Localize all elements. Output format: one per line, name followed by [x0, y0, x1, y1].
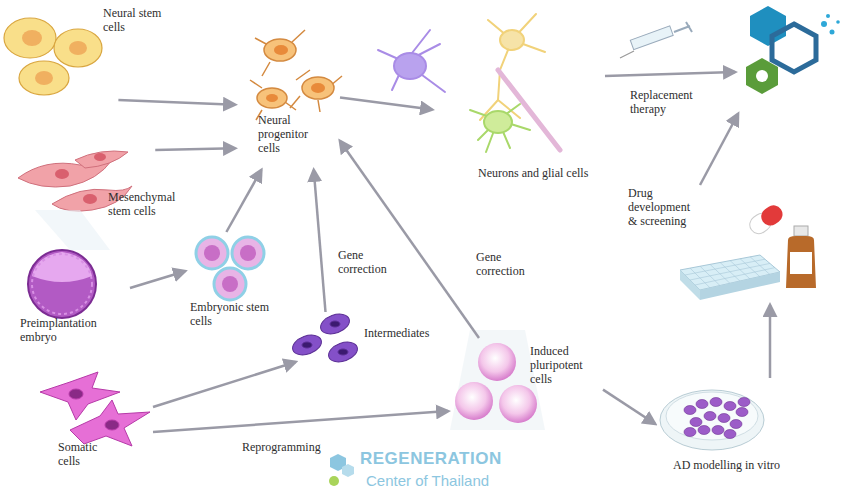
arrow-line	[700, 114, 738, 185]
arrow-connector	[603, 390, 655, 424]
petri-dish	[660, 390, 764, 450]
somatic-cells	[40, 372, 150, 446]
cell-node: Preimplantation embryo	[15, 248, 130, 348]
edge-label: Gene correction	[336, 248, 402, 276]
cell-label: Neural progenitor cells	[258, 113, 328, 155]
watermark: Center of Thailand	[364, 474, 568, 488]
arrow-connector	[118, 100, 235, 105]
arrow-connector	[314, 170, 326, 312]
neural-stem-cells	[4, 18, 102, 95]
cell-label: Intermediates	[364, 326, 436, 340]
cell-node: Neurons and glial cells	[432, 8, 602, 183]
cell-label: Neural stem cells	[103, 6, 165, 34]
arrow-connector	[153, 411, 448, 432]
embryo	[28, 250, 96, 318]
cell-label: Mesenchymal stem cells	[108, 190, 178, 218]
edge-label: Gene correction	[474, 250, 540, 278]
neurons	[378, 14, 560, 152]
arrow-line	[605, 72, 735, 76]
cell-node: Mesenchymal stem cells	[15, 150, 180, 225]
arrow-connector	[153, 362, 296, 407]
arrow-label: Drug development & screening	[626, 186, 702, 228]
arrow-connector	[226, 170, 261, 232]
cell-label: Induced pluripotent cells	[530, 344, 600, 386]
arrow-connector	[340, 98, 432, 110]
cell-node: Embryonic stem cells	[185, 232, 277, 330]
watermark-icon	[329, 454, 354, 486]
intermediate-cells	[290, 310, 360, 365]
arrow-line	[769, 305, 772, 378]
embryonic-stem-cells	[196, 237, 264, 300]
edge-label: Reprogramming	[240, 440, 344, 454]
syringe	[620, 22, 692, 58]
arrow-connector	[340, 141, 479, 338]
arrow-label: Replacement therapy	[628, 88, 712, 116]
cell-node: Neural progenitor cells	[235, 25, 340, 170]
cell-label: Preimplantation embryo	[20, 316, 128, 344]
cell-node: Neural stem cells	[5, 3, 167, 100]
cell-node: Intermediates	[288, 312, 438, 362]
cell-node: AD modelling in vitro	[655, 385, 795, 482]
cell-label: Embryonic stem cells	[190, 300, 270, 328]
cell-label: AD modelling in vitro	[673, 458, 793, 472]
cell-label: Neurons and glial cells	[478, 166, 600, 180]
progenitor-cells	[250, 30, 342, 120]
watermark: REGENERATION	[358, 452, 562, 466]
cell-node: Somatic cells	[28, 372, 153, 472]
arrow-connector	[155, 148, 235, 150]
arrow-connector	[130, 271, 185, 288]
cell-label: Somatic cells	[58, 440, 118, 468]
cell-node: Induced pluripotent cells	[448, 338, 603, 424]
hex-logo	[746, 6, 840, 94]
